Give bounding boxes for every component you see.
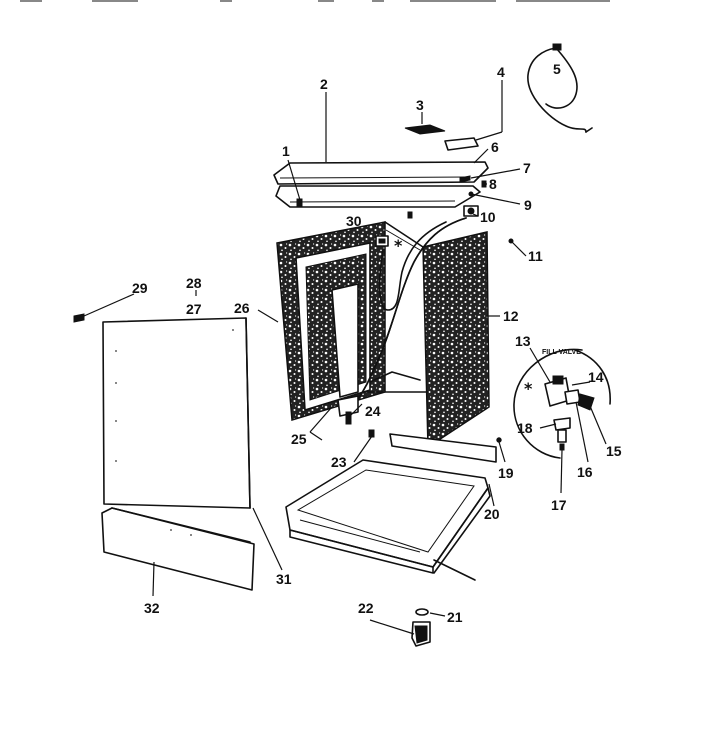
callout-5: 5 bbox=[553, 61, 561, 77]
callout-28: 28 bbox=[186, 275, 202, 291]
toe-rail bbox=[389, 433, 502, 463]
callout-19: 19 bbox=[498, 465, 514, 481]
callout-11: 11 bbox=[528, 248, 543, 264]
asterisk-marker: * bbox=[394, 236, 403, 255]
callout-24: 24 bbox=[365, 403, 381, 419]
callout-numbers: 1 2 3 4 5 6 7 8 9 10 11 12 13 14 15 16 1… bbox=[132, 61, 622, 625]
callout-26: 26 bbox=[234, 300, 250, 316]
callout-10: 10 bbox=[480, 209, 496, 225]
callout-13: 13 bbox=[515, 333, 531, 349]
callout-16: 16 bbox=[577, 464, 593, 480]
top-fill-valve bbox=[375, 205, 479, 247]
callout-31: 31 bbox=[276, 571, 292, 587]
leveling-leg bbox=[411, 608, 431, 647]
callout-30: 30 bbox=[346, 213, 362, 229]
callout-25: 25 bbox=[291, 431, 307, 447]
asterisk-marker: * bbox=[524, 379, 533, 398]
callout-1: 1 bbox=[282, 143, 290, 159]
vent-clip bbox=[404, 124, 446, 135]
leader-lines bbox=[83, 80, 607, 635]
callout-27: 27 bbox=[186, 301, 202, 317]
callout-8: 8 bbox=[489, 176, 497, 192]
power-cord bbox=[527, 43, 593, 133]
callout-29: 29 bbox=[132, 280, 148, 296]
fill-valve-inset: FILL VALVE bbox=[513, 348, 611, 459]
callout-17: 17 bbox=[551, 497, 567, 513]
callout-3: 3 bbox=[416, 97, 424, 113]
callout-12: 12 bbox=[503, 308, 519, 324]
cover-screws bbox=[296, 198, 413, 219]
door-screw bbox=[73, 313, 85, 323]
callout-4: 4 bbox=[497, 64, 505, 80]
door-panel bbox=[102, 317, 251, 509]
callout-6: 6 bbox=[491, 139, 499, 155]
hinge-bracket bbox=[337, 395, 359, 425]
inset-label: FILL VALVE bbox=[542, 349, 581, 356]
callout-23: 23 bbox=[331, 454, 347, 470]
callout-2: 2 bbox=[320, 76, 328, 92]
callout-7: 7 bbox=[523, 160, 531, 176]
callout-32: 32 bbox=[144, 600, 160, 616]
callout-20: 20 bbox=[484, 506, 500, 522]
callout-15: 15 bbox=[606, 443, 622, 459]
base-pan bbox=[285, 459, 491, 581]
top-cover bbox=[273, 161, 489, 208]
module-block bbox=[444, 137, 479, 151]
kick-panel bbox=[101, 507, 255, 591]
cabinet-frame bbox=[276, 221, 490, 449]
callout-18: 18 bbox=[517, 420, 533, 436]
water-hose bbox=[355, 217, 467, 403]
callout-9: 9 bbox=[524, 197, 532, 213]
callout-21: 21 bbox=[447, 609, 463, 625]
callout-22: 22 bbox=[358, 600, 374, 616]
callout-14: 14 bbox=[588, 369, 604, 385]
